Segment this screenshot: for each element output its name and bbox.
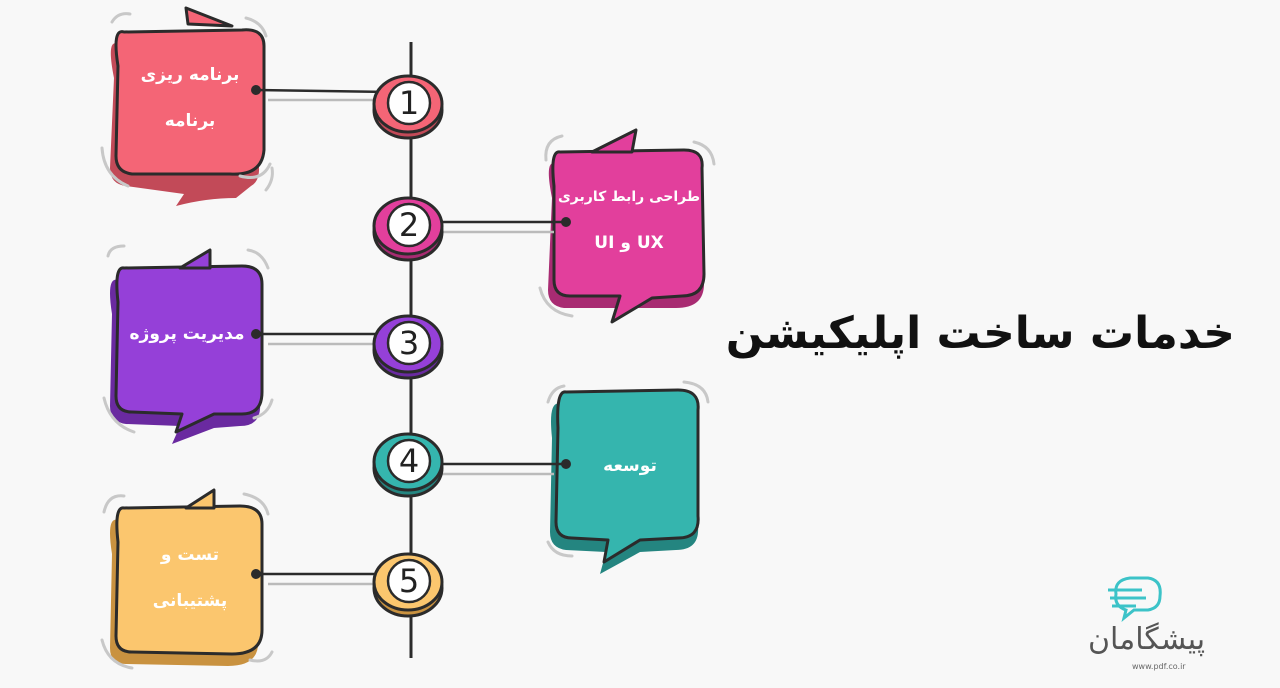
connector-dots	[251, 85, 571, 579]
ring-5	[372, 552, 444, 618]
step-1-line-1: برنامه ریزی	[140, 65, 240, 85]
logo-url: www.pdf.co.ir	[1132, 662, 1186, 671]
step-1-label: برنامه ریزی برنامه	[120, 52, 260, 144]
step-5-box	[110, 488, 264, 666]
step-1-number: 1	[398, 84, 420, 122]
ring-1	[372, 74, 444, 140]
ring-4	[372, 432, 444, 498]
logo-name: پیشگامان	[1088, 622, 1206, 657]
step-5-line-2: پشتیبانی	[152, 591, 228, 611]
page-title: خدمات ساخت اپلیکیشن	[725, 308, 1235, 359]
logo-bubble-icon	[1108, 576, 1162, 622]
step-3-label: مدیریت پروژه	[114, 322, 260, 346]
step-4-number: 4	[398, 442, 420, 480]
connector-dot-4	[561, 459, 571, 469]
step-3-number: 3	[398, 324, 420, 362]
step-5-number: 5	[398, 562, 420, 600]
step-4-label: توسعه	[560, 454, 700, 478]
step-5-line-1: تست و	[160, 545, 220, 565]
step-1-line-2: برنامه	[164, 111, 216, 131]
decorative-strokes	[100, 12, 716, 670]
connectors	[255, 88, 566, 586]
step-2-label: طراحی رابط کاربری UX و UI	[556, 174, 702, 266]
step-4-line-1: توسعه	[603, 456, 657, 476]
connector-dot-1	[251, 85, 261, 95]
step-2-line-1: طراحی رابط کاربری	[557, 189, 701, 205]
step-3-line-1: مدیریت پروژه	[129, 324, 245, 344]
step-2-line-2: UX و UI	[594, 233, 664, 253]
ring-2	[372, 196, 444, 262]
step-2-number: 2	[398, 206, 420, 244]
step-5-label: تست و پشتیبانی	[120, 532, 260, 624]
connector-dot-5	[251, 569, 261, 579]
connector-dot-2	[561, 217, 571, 227]
step-1-box	[110, 6, 266, 206]
step-3-box	[110, 248, 264, 444]
step-2-box	[548, 128, 706, 324]
connector-1	[255, 88, 391, 94]
step-4-box	[550, 388, 700, 574]
connector-dot-3	[251, 329, 261, 339]
ring-3	[372, 314, 444, 380]
